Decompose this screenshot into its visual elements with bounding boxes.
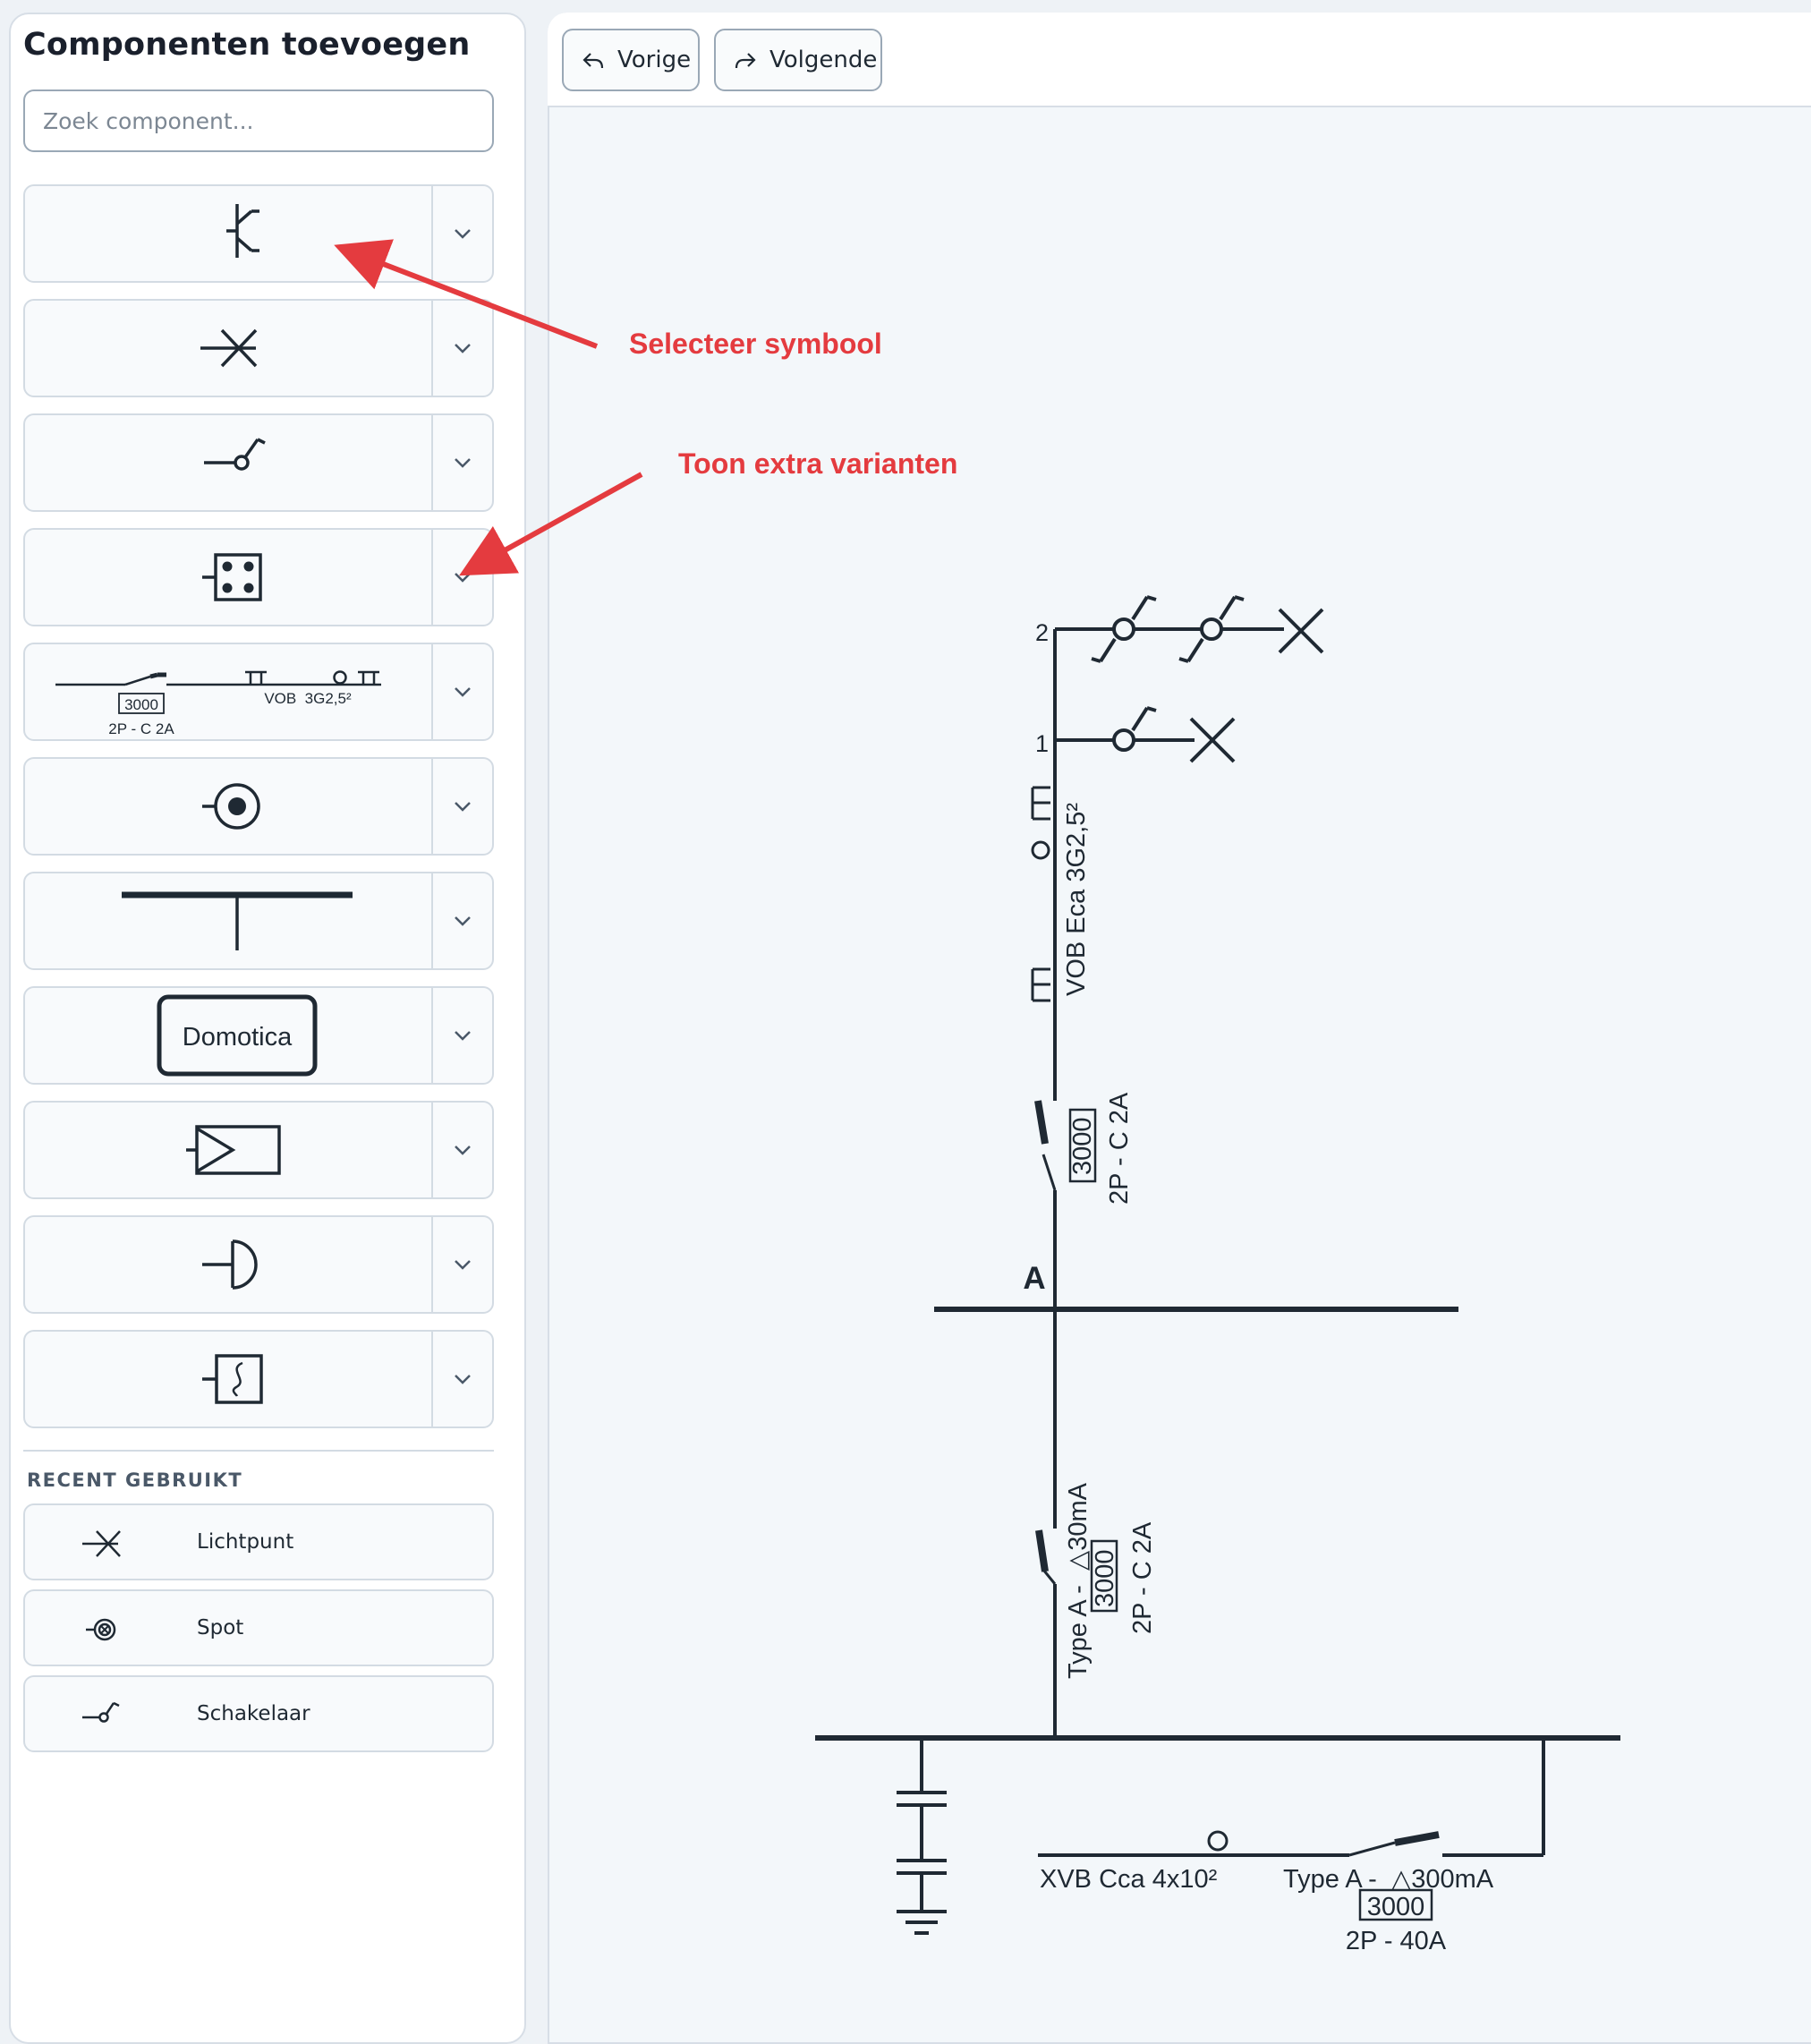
undo-icon xyxy=(582,53,604,69)
search-input[interactable] xyxy=(23,89,494,152)
chevron-down-icon xyxy=(455,687,471,697)
show-variants-domotica[interactable] xyxy=(431,988,494,1083)
annotation-arrow-variants xyxy=(459,472,643,576)
recent-item-label: Spot xyxy=(197,1616,244,1639)
select-lichtpunt-button[interactable] xyxy=(25,301,431,396)
select-domotica-button[interactable]: Domotica xyxy=(25,988,431,1083)
redo-button[interactable]: Volgende xyxy=(714,29,882,91)
drawing-canvas[interactable] xyxy=(548,13,1811,2044)
kring-breaker-label: 2P - C 2A xyxy=(108,720,174,737)
spot-icon xyxy=(86,1618,116,1641)
select-thermostaat-button[interactable] xyxy=(25,1332,431,1427)
lichtpunt-icon xyxy=(200,328,258,368)
busbar-icon xyxy=(122,891,353,950)
redo-icon xyxy=(735,53,756,69)
show-variants-versterker[interactable] xyxy=(431,1103,494,1197)
kring-box-label: 3000 xyxy=(124,696,158,713)
recent-item-schakelaar[interactable]: Schakelaar xyxy=(23,1675,494,1752)
show-variants-schakelaar[interactable] xyxy=(431,415,494,510)
recent-item-spot[interactable]: Spot xyxy=(23,1589,494,1666)
transistor-icon xyxy=(226,204,259,258)
component-card-lichtpunt xyxy=(23,299,494,397)
component-card-spot xyxy=(23,757,494,856)
kring-icon: 3000 2P - C 2A VOB 3G2,5² xyxy=(55,670,381,737)
annotation-arrow-select xyxy=(334,239,599,349)
chevron-down-icon xyxy=(455,1145,471,1155)
domotica-icon: Domotica xyxy=(157,994,318,1077)
show-variants-drukknop[interactable] xyxy=(431,1217,494,1312)
show-variants-transistor[interactable] xyxy=(431,186,494,281)
domotica-label: Domotica xyxy=(183,1023,293,1052)
component-card-kring: 3000 2P - C 2A VOB 3G2,5² xyxy=(23,643,494,741)
recent-heading: RECENT GEBRUIKT xyxy=(27,1469,243,1491)
rcd-rating-label: 2P - C 2A xyxy=(1128,1521,1157,1634)
main-rcd-type-label: Type A - △300mA xyxy=(1283,1865,1494,1894)
chevron-down-icon xyxy=(455,802,471,812)
stopcontact-icon xyxy=(202,553,262,601)
component-card-stopcontact xyxy=(23,528,494,626)
component-card-busbar xyxy=(23,872,494,970)
chevron-down-icon xyxy=(455,1031,471,1041)
undo-button[interactable]: Vorige xyxy=(562,29,700,91)
main-rating-label: 2P - 40A xyxy=(1346,1927,1447,1955)
breaker-box-label: 3000 xyxy=(1068,1117,1097,1175)
chevron-down-icon xyxy=(455,1260,471,1270)
show-variants-stopcontact[interactable] xyxy=(431,530,494,625)
recent-item-label: Schakelaar xyxy=(197,1702,310,1725)
circuit-number-1: 1 xyxy=(1035,730,1049,757)
spot-icon xyxy=(202,783,260,830)
thermostaat-icon xyxy=(202,1354,263,1404)
undo-label: Vorige xyxy=(617,47,692,73)
chevron-down-icon xyxy=(455,916,471,926)
schakelaar-icon xyxy=(82,1701,120,1723)
select-transistor-button[interactable] xyxy=(25,186,431,281)
chevron-down-icon xyxy=(455,573,471,583)
component-card-thermostaat xyxy=(23,1330,494,1428)
annotation-select-symbol: Selecteer symbool xyxy=(629,328,882,360)
cable-label: VOB Eca 3G2,5² xyxy=(1062,803,1091,996)
chevron-down-icon xyxy=(455,458,471,468)
redo-label: Volgende xyxy=(769,47,878,73)
schakelaar-icon xyxy=(204,438,266,471)
select-stopcontact-button[interactable] xyxy=(25,530,431,625)
component-card-schakelaar xyxy=(23,413,494,512)
main-box-label: 3000 xyxy=(1367,1893,1425,1921)
chevron-down-icon xyxy=(455,1375,471,1384)
annotation-show-variants: Toon extra varianten xyxy=(678,447,958,480)
show-variants-lichtpunt[interactable] xyxy=(431,301,494,396)
rcd-box-label: 3000 xyxy=(1091,1549,1119,1607)
select-drukknop-button[interactable] xyxy=(25,1217,431,1312)
show-variants-busbar[interactable] xyxy=(431,873,494,968)
show-variants-kring[interactable] xyxy=(431,644,494,739)
busbar-label: A xyxy=(1023,1261,1045,1296)
recent-item-label: Lichtpunt xyxy=(197,1530,294,1554)
chevron-down-icon xyxy=(455,344,471,353)
recent-item-lichtpunt[interactable]: Lichtpunt xyxy=(23,1503,494,1580)
drukknop-icon xyxy=(202,1239,258,1290)
sidebar-divider xyxy=(23,1450,494,1452)
canvas-toolbar: Vorige Volgende xyxy=(548,13,1811,107)
component-card-drukknop xyxy=(23,1215,494,1314)
circuit-number-2: 2 xyxy=(1035,619,1049,646)
select-spot-button[interactable] xyxy=(25,759,431,854)
rcd-type-label: Type A - △30mA xyxy=(1064,1482,1093,1679)
breaker-rating-label: 2P - C 2A xyxy=(1105,1092,1134,1205)
show-variants-thermostaat[interactable] xyxy=(431,1332,494,1427)
lichtpunt-icon xyxy=(82,1530,121,1557)
select-schakelaar-button[interactable] xyxy=(25,415,431,510)
kring-cable-label: VOB 3G2,5² xyxy=(264,690,352,707)
component-card-transistor xyxy=(23,184,494,283)
sidebar-title: Componenten toevoegen xyxy=(23,27,471,63)
versterker-icon xyxy=(186,1125,281,1175)
component-card-domotica: Domotica xyxy=(23,986,494,1085)
select-versterker-button[interactable] xyxy=(25,1103,431,1197)
main-cable-label: XVB Cca 4x10² xyxy=(1040,1865,1218,1894)
select-busbar-button[interactable] xyxy=(25,873,431,968)
select-kring-button[interactable]: 3000 2P - C 2A VOB 3G2,5² xyxy=(25,644,431,739)
chevron-down-icon xyxy=(455,229,471,239)
component-card-versterker xyxy=(23,1101,494,1199)
show-variants-spot[interactable] xyxy=(431,759,494,854)
